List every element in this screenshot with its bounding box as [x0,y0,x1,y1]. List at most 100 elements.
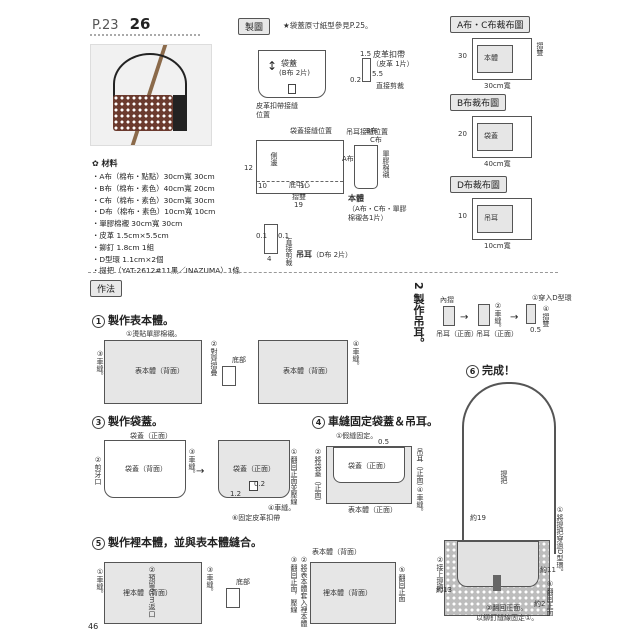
step3-l6: 0.2 [254,480,266,488]
material-item: ・鉚釘 1.8cm 1組 [92,242,154,252]
step4-l3: ②將袋蓋（正面） [314,448,322,505]
tab-sub: （D布 2片） [312,251,353,259]
tab-4: 4 [267,255,272,263]
step5-l3: ③車縫。 [206,566,214,595]
material-item: ・D型環 1.1cm×2個 [92,254,164,264]
flap-rivet-mark [288,84,296,94]
layout-w-2: 10cm寬 [484,242,511,250]
step3-flap-b: 袋蓋（正面） [218,440,290,498]
leather-h: 5.5 [372,70,384,78]
body-a: A布 [342,155,354,163]
body-fold: 摺雙 [292,193,306,201]
step6-l9: ②接上提把 [436,556,444,592]
step3-l2: ②剪牙口 [94,456,102,485]
page-ref: P.23 [92,18,119,33]
step6-l4: 約2 [534,600,546,608]
step1-l7: ④車縫。 [352,340,360,369]
step1-l1: ②對齊摺疊 [210,340,218,376]
body-sub: （A布・C布・單膠棉襯各1片） [348,205,407,222]
body-1: 1 [300,182,305,190]
materials-list: ・A布（棉布・點點）30cm寬 30cm ・B布（棉布・素色）40cm寬 20cm… [92,171,240,277]
step4-l0: ①假縫固定。 [336,432,378,440]
step1-tab [222,366,236,386]
material-item: ・A布（棉布・點點）30cm寬 30cm [92,172,215,181]
tab-label: 吊耳 [296,250,312,259]
layout-h-2: 10 [458,212,467,220]
material-item: ・C布（棉布・素色）30cm寬 30cm [92,195,215,205]
body-c: C布 [370,136,382,144]
body-tab-pos: 吊耳接縫位置 [346,128,388,136]
tab-01a: 0.1 [256,232,268,240]
header-dots [90,34,200,42]
step2-tab-a [443,306,455,326]
flap-rivet-note: 皮革扣帶接縫位置 [256,102,298,119]
step3-l7: 1.2 [230,490,242,498]
body-flap-pos: 袋蓋接縫位置 [290,127,332,135]
step2-tab-c [526,304,536,324]
layout-title-2: D布裁布圖 [450,176,507,193]
step3-l3: ③車縫。 [188,448,196,477]
material-item: ・單膠棉襯 30cm寬 30cm [92,219,183,229]
step4-l5: 表本體（正面） [348,506,397,514]
leather-02: 0.2 [350,76,362,84]
layout-fabric-2: 吊耳 [472,198,532,240]
leather-cut: 直接剪裁 [376,82,404,90]
tab-pattern [264,224,278,254]
step6-l8: ⑥翻回正面 [546,580,554,616]
step3-l0: 袋蓋（正面） [130,432,172,440]
step5-l1: ②預留6cm返口 [148,566,156,618]
material-item: ・B布（棉布・素色）40cm寬 20cm [92,183,215,193]
step5-l6: ③翻回正面，壓線 [290,556,298,613]
step4-body: 袋蓋（正面） [326,446,412,504]
step2-l1: 吊耳（正面） [436,330,478,338]
materials-title: ✿ 材料 [92,159,118,168]
drafting-note: ★袋蓋原寸紙型參見P.25。 [283,21,373,30]
step2-l3: ②車縫。 [494,302,502,331]
body-sew: 單膠棉襯 [382,150,390,178]
layout-w-1: 40cm寬 [484,160,511,168]
step5-l5: 表本體（背面） [312,548,361,556]
finished-bag [444,540,550,616]
page-header: P.23 26 [92,14,150,33]
step5-l2: ①車縫。 [96,568,104,597]
step2-l8: 0.5 [530,326,542,334]
project-number: 26 [129,15,151,33]
layout-part-2: 吊耳 [477,205,513,233]
step1-l0: ①燙貼單膠棉襯。 [126,330,182,338]
section-divider [88,272,558,273]
step2-l7: ④摺雙 [542,305,550,327]
layout-title-0: A布・C布裁布圖 [450,16,531,33]
material-item: ・D布（棉布・素色）10cm寬 10cm [92,207,216,217]
step2-l6: ①穿入D型環 [532,294,572,302]
layout-w-0: 30cm寬 [484,82,511,90]
step3-l9: ④車縫。 [268,504,296,512]
body-h: 12 [244,164,253,172]
flap-sub: (B布 2片) [279,69,310,77]
drafting-header: 製圖 [238,18,271,35]
step2-l0: 內摺 [440,296,454,304]
step2-l4: 吊耳（正面） [476,330,518,338]
layout-title-1: B布裁布圖 [450,94,507,111]
step6-l3: 約13 [436,586,452,594]
bag-flap [113,95,173,131]
body-bottom: 底中心 [289,181,310,189]
step6-l7: 以鉚釘縫線固定①。 [476,614,539,622]
step1-body-a: 表本體（背面） [104,340,202,404]
body-pattern: 底中心 [256,140,344,194]
body-side: 側邊 [270,152,278,166]
body-label: 本體 [348,194,364,203]
step3-l8: ⑥固定皮革扣帶 [232,514,281,522]
body-w: 19 [294,201,303,209]
step4-l1: 0.5 [378,438,390,446]
step3-l5: ①翻回正面並壓線 [290,448,298,505]
step2-tab-b [478,304,490,326]
leather-tab-pattern [362,58,371,82]
step1-body-b: 表本體（背面） [258,340,348,404]
body-side-pattern [354,145,378,189]
step1-l4: 底部 [232,356,246,364]
step5-tab [226,588,240,608]
layout-part-1: 袋蓋 [477,123,513,151]
